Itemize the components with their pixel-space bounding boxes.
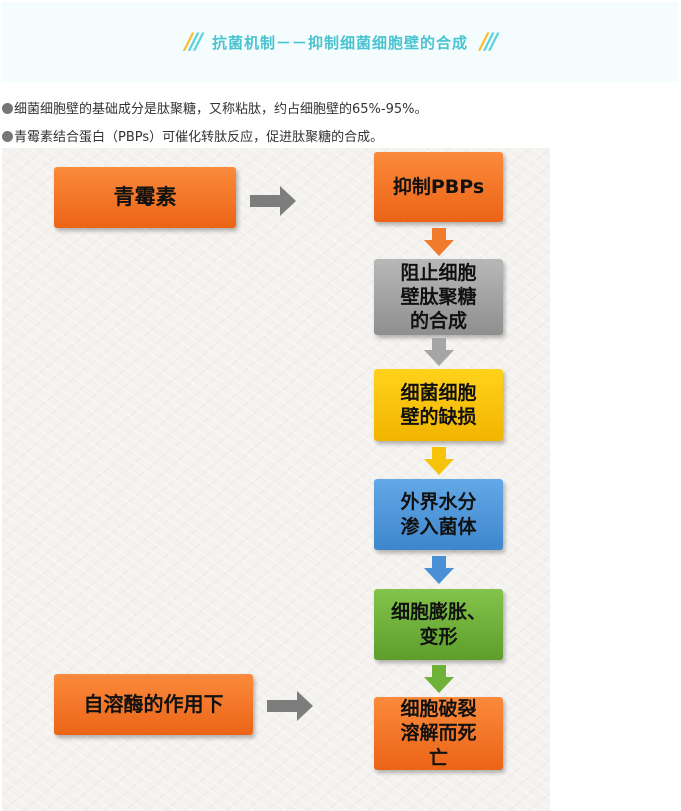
slash-decor-left-icon: /// <box>184 29 203 55</box>
section-header: /// 抗菌机制－－抑制细菌细胞壁的合成 /// <box>2 2 678 82</box>
node-cell-lysis: 细胞破裂 溶解而死 亡 <box>374 697 503 770</box>
bullet-text-1: 细菌细胞壁的基础成分是肽聚糖，又称粘肽，约占细胞壁的65%-95%。 <box>14 102 428 117</box>
node-inhibit-pbps: 抑制PBPs <box>374 152 503 222</box>
bullet-text-2: 青霉素结合蛋白（PBPs）可催化转肽反应，促进肽聚糖的合成。 <box>14 130 384 145</box>
node-water-influx: 外界水分 渗入菌体 <box>374 479 503 550</box>
arrow-right-icon <box>267 691 313 721</box>
node-block-peptidoglycan: 阻止细胞 壁肽聚糖 的合成 <box>374 259 503 335</box>
node-penicillin: 青霉素 <box>54 167 236 228</box>
arrow-right-icon <box>250 186 296 216</box>
arrow-down-icon <box>424 665 454 693</box>
node-cell-wall-defect: 细菌细胞 壁的缺损 <box>374 369 503 441</box>
bullet-line-1: 细菌细胞壁的基础成分是肽聚糖，又称粘肽，约占细胞壁的65%-95%。 <box>2 98 427 117</box>
arrow-down-icon <box>424 228 454 256</box>
arrow-down-icon <box>424 556 454 584</box>
arrow-down-icon <box>424 447 454 475</box>
arrow-down-icon <box>424 338 454 366</box>
bullet-line-2: 青霉素结合蛋白（PBPs）可催化转肽反应，促进肽聚糖的合成。 <box>2 126 383 145</box>
bullet-dot-icon <box>2 131 13 142</box>
bullet-dot-icon <box>2 103 13 114</box>
node-autolysin: 自溶酶的作用下 <box>54 674 253 735</box>
node-cell-swelling: 细胞膨胀、 变形 <box>374 589 503 660</box>
header-title: 抗菌机制－－抑制细菌细胞壁的合成 <box>211 33 468 52</box>
slash-decor-right-icon: /// <box>480 29 498 55</box>
